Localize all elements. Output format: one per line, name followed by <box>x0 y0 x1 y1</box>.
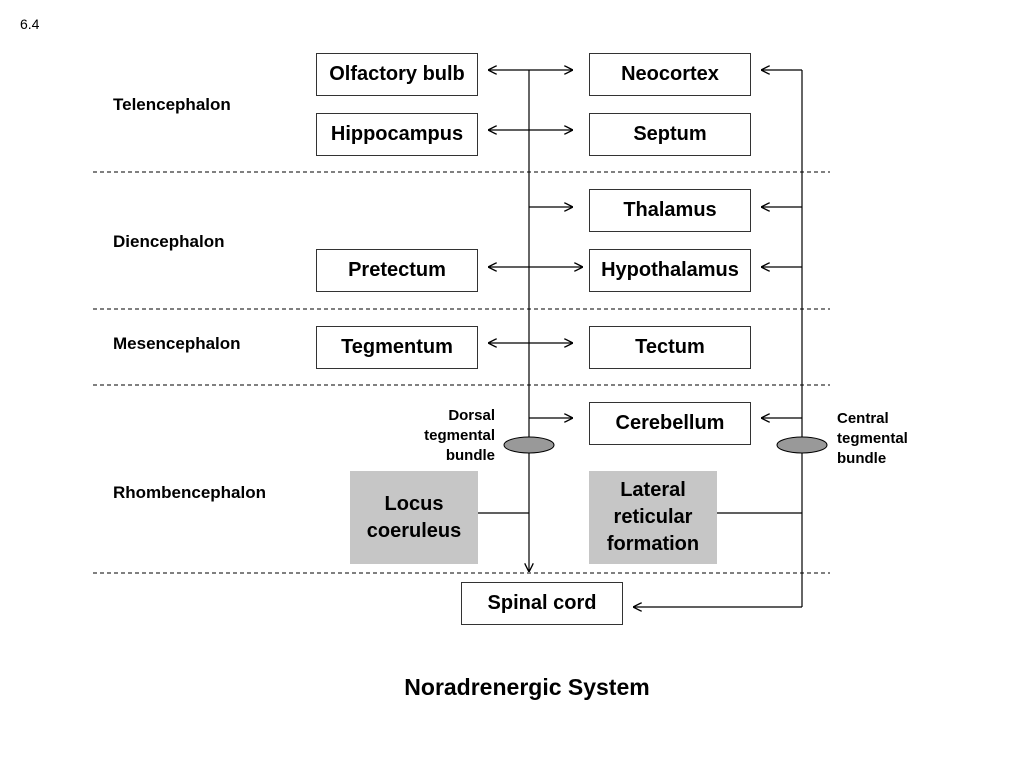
tectum-box: Tectum <box>589 326 751 369</box>
pretectum-box: Pretectum <box>316 249 478 292</box>
dorsal-bundle-ellipse <box>503 436 555 454</box>
region-diencephalon: Diencephalon <box>113 232 225 251</box>
septum-box: Septum <box>589 113 751 156</box>
slide-number: 6.4 <box>20 16 40 32</box>
region-mesencephalon: Mesencephalon <box>113 334 241 353</box>
hippocampus-box: Hippocampus <box>316 113 478 156</box>
diagram-caption: Noradrenergic System <box>404 674 650 700</box>
cerebellum-box: Cerebellum <box>589 402 751 445</box>
region-telencephalon: Telencephalon <box>113 95 231 114</box>
tegmentum-box: Tegmentum <box>316 326 478 369</box>
dorsal-tegmental-bundle-label: Dorsal tegmental bundle <box>424 407 495 464</box>
locus-coeruleus-nucleus: Locus coeruleus <box>350 471 478 564</box>
central-tegmental-bundle-label: Central tegmental bundle <box>837 410 908 467</box>
hypothalamus-box: Hypothalamus <box>589 249 751 292</box>
olfactory-bulb-box: Olfactory bulb <box>316 53 478 96</box>
spinal-cord-box: Spinal cord <box>461 582 623 625</box>
central-bundle-ellipse <box>776 436 828 454</box>
region-rhombencephalon: Rhombencephalon <box>113 483 267 502</box>
thalamus-box: Thalamus <box>589 189 751 232</box>
lateral-reticular-formation-nucleus: Lateral reticular formation <box>589 471 717 564</box>
neocortex-box: Neocortex <box>589 53 751 96</box>
